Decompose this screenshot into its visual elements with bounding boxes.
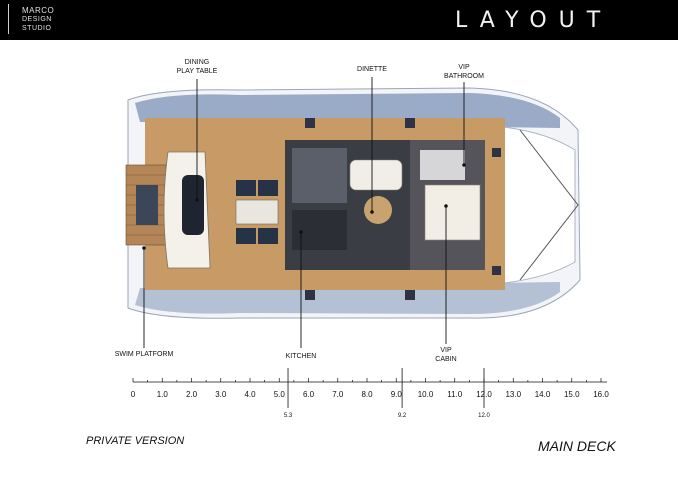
scale-tick-label: 4.0 xyxy=(244,390,256,399)
scale-tick-label: 7.0 xyxy=(332,390,344,399)
scale-tick-label: 13.0 xyxy=(505,390,521,399)
page-title: LAYOUT xyxy=(455,8,613,33)
label-swim-platform: SWIM PLATFORM xyxy=(114,351,174,358)
scale-marker-label: 5.3 xyxy=(284,413,293,419)
dining-table xyxy=(182,175,204,235)
scale-tick-label: 2.0 xyxy=(186,390,198,399)
deck-label: MAIN DECK xyxy=(538,438,616,454)
scale-tick-label: 16.0 xyxy=(593,390,609,399)
logo-text-1: MARCO xyxy=(22,6,55,15)
brand-logo: MARCO DESIGN STUDIO xyxy=(8,4,70,36)
header-bar: MARCO DESIGN STUDIO LAYOUT xyxy=(0,0,678,40)
hatch-2 xyxy=(405,118,415,128)
hatch-5 xyxy=(492,148,501,157)
logo-text-3: STUDIO xyxy=(22,25,52,32)
scale-tick-label: 3.0 xyxy=(215,390,227,399)
dinette-table xyxy=(364,196,392,224)
scale-tick-label: 6.0 xyxy=(303,390,315,399)
scale-tick-label: 11.0 xyxy=(447,390,463,399)
label-kitchen: KITCHEN xyxy=(285,353,317,360)
label-vip-cabin: VIP CABIN xyxy=(435,347,457,363)
bow-rail xyxy=(519,129,579,281)
scale-tick-label: 5.0 xyxy=(274,390,286,399)
dinette-seat xyxy=(349,159,403,191)
cockpit-seat-3 xyxy=(236,228,256,244)
scale-marker-label: 12.0 xyxy=(478,413,490,419)
galley-counter xyxy=(292,148,347,203)
scale-marker-label: 9.2 xyxy=(398,413,407,419)
hatch-1 xyxy=(305,118,315,128)
galley-island xyxy=(292,210,347,250)
label-dining-play-table: DINING PLAY TABLE xyxy=(176,59,218,75)
scale-tick-label: 15.0 xyxy=(564,390,580,399)
hatch-6 xyxy=(492,266,501,275)
scale-bar: 0 1.0 2.0 3.0 4.0 5.0 6.0 7.0 8.0 9.0 10.0 11.0 12.0… xyxy=(131,368,609,419)
hatch-4 xyxy=(405,290,415,300)
logo-mark-icon xyxy=(8,4,19,34)
scale-tick-label: 10.0 xyxy=(418,390,434,399)
scale-tick-label: 1.0 xyxy=(157,390,169,399)
swim-platform-mat xyxy=(136,185,158,225)
cockpit-seat-4 xyxy=(258,228,278,244)
hatch-3 xyxy=(305,290,315,300)
logo-text-2: DESIGN xyxy=(22,16,52,23)
version-label: PRIVATE VERSION xyxy=(86,435,185,447)
label-vip-bathroom: VIP BATHROOM xyxy=(444,64,484,80)
scale-tick-label: 9.0 xyxy=(391,390,403,399)
cockpit-seat-5 xyxy=(235,199,279,225)
cockpit-seat-1 xyxy=(236,180,256,196)
scale-tick-label: 14.0 xyxy=(535,390,551,399)
vip-bathroom xyxy=(420,150,465,180)
scale-tick-label: 0 xyxy=(131,390,136,399)
label-dinette: DINETTE xyxy=(357,66,387,73)
cockpit-seat-2 xyxy=(258,180,278,196)
vip-bed xyxy=(424,184,481,241)
scale-tick-label: 8.0 xyxy=(361,390,373,399)
